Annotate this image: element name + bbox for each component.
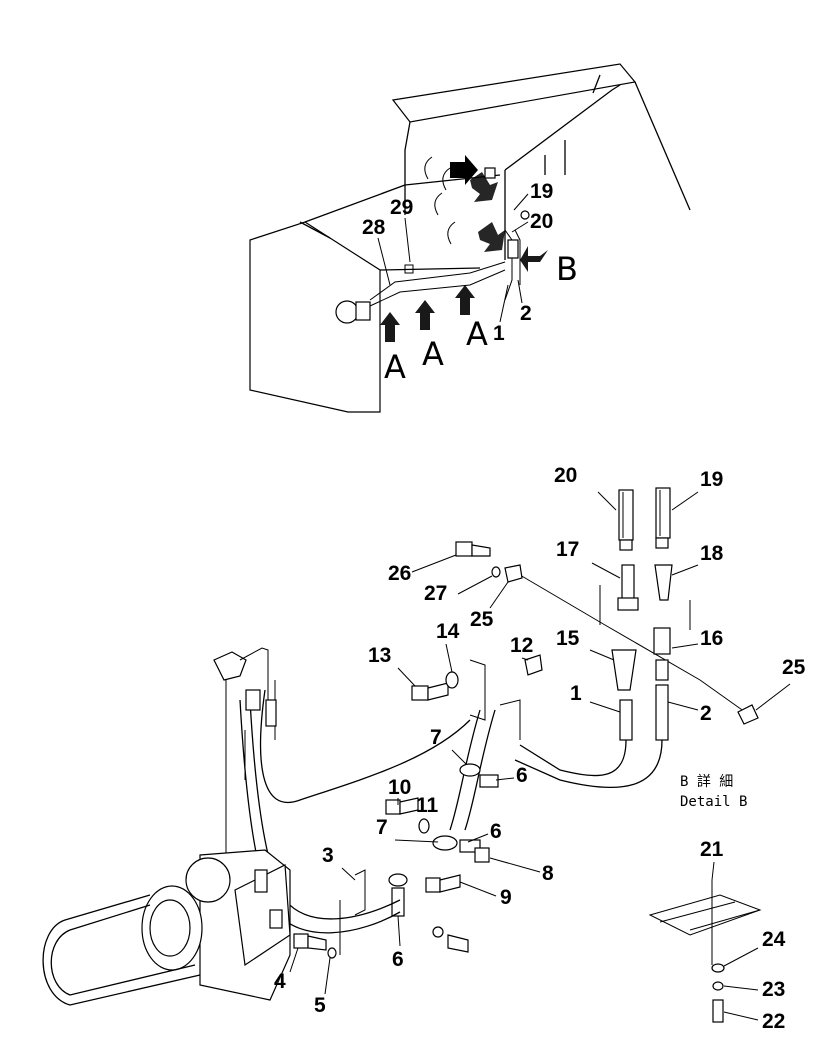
- callout-20-top: 20: [530, 210, 553, 233]
- detail-b-label: B 詳 細 Detail B: [680, 774, 747, 810]
- view-letters: A A A B: [384, 250, 578, 386]
- exploded-callouts: 20 19 17 18 26 27 25 14 13 12 15 16 25 1…: [274, 464, 806, 1033]
- exploded-parts: [42, 487, 762, 1023]
- callout-2-top: 2: [520, 302, 532, 325]
- callout-11: 11: [416, 794, 439, 817]
- machine-body: [249, 63, 691, 413]
- callout-6-lower: 6: [392, 948, 404, 971]
- callout-10: 10: [388, 776, 411, 799]
- callout-5: 5: [314, 994, 326, 1017]
- callout-4: 4: [274, 970, 286, 993]
- callout-27: 27: [424, 582, 447, 605]
- callout-2: 2: [700, 702, 712, 725]
- detail-title-jp: B 詳 細: [680, 774, 733, 790]
- callout-19-top: 19: [530, 180, 553, 203]
- callout-20: 20: [554, 464, 577, 487]
- callout-12: 12: [510, 634, 533, 657]
- detail-title-en: Detail B: [680, 794, 747, 810]
- callout-23: 23: [762, 978, 785, 1001]
- view-arrows: [380, 155, 548, 342]
- view-letter-a2: A: [422, 335, 444, 373]
- callout-1-top: 1: [493, 322, 505, 345]
- callout-14: 14: [436, 620, 460, 643]
- callout-22: 22: [762, 1010, 785, 1033]
- callout-18: 18: [700, 542, 724, 565]
- top-callouts: 29 28 19 20 2 1: [362, 180, 553, 345]
- callout-1: 1: [570, 682, 582, 705]
- callout-16: 16: [700, 627, 723, 650]
- callout-6-mid: 6: [490, 820, 502, 843]
- view-letter-a1: A: [384, 348, 406, 386]
- callout-7-lower: 7: [376, 816, 388, 839]
- callout-21: 21: [700, 838, 724, 861]
- callout-8: 8: [542, 862, 554, 885]
- callout-24: 24: [762, 928, 786, 951]
- callout-28-top: 28: [362, 216, 386, 239]
- callout-29-top: 29: [390, 196, 413, 219]
- view-letter-a3: A: [466, 315, 488, 353]
- callout-25: 25: [470, 608, 494, 631]
- callout-13: 13: [368, 644, 391, 667]
- callout-9: 9: [500, 886, 512, 909]
- callout-26: 26: [388, 562, 411, 585]
- callout-3: 3: [322, 844, 334, 867]
- callout-17: 17: [556, 538, 579, 561]
- callout-6-upper: 6: [516, 764, 528, 787]
- callout-7-upper: 7: [430, 726, 442, 749]
- view-letter-b: B: [556, 250, 578, 288]
- callout-15: 15: [556, 627, 580, 650]
- callout-25-right: 25: [782, 656, 806, 679]
- callout-19: 19: [700, 468, 723, 491]
